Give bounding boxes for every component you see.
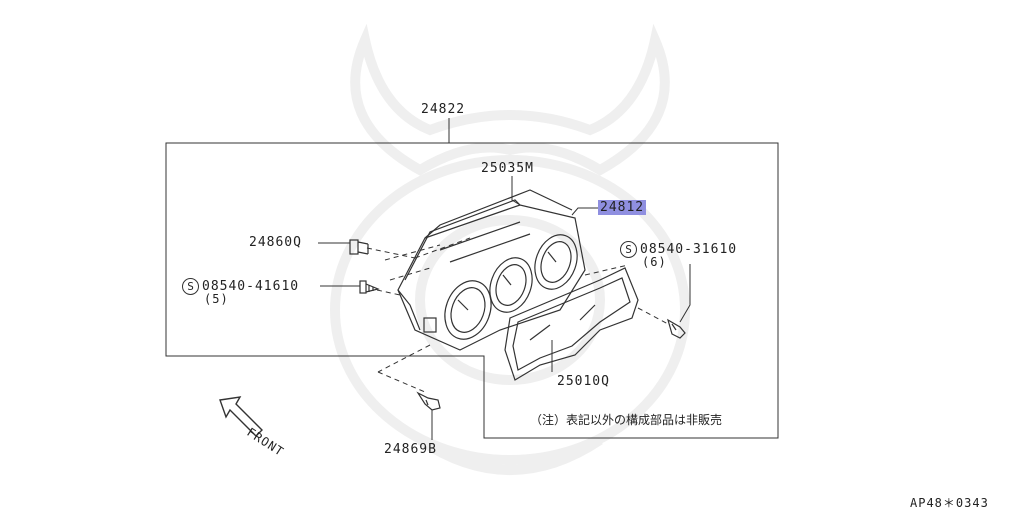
assembly-guides [366,237,671,393]
leader-housing [511,176,521,206]
front-arrow-icon [219,396,263,437]
screw-right [667,318,686,339]
diagram-code: AP48＊0343 [910,496,989,510]
label-bolt: 24869B [384,442,437,457]
label-lens: 25010Q [557,374,610,389]
bolt-part [416,391,441,411]
s-symbol-icon: S [620,241,637,258]
label-bulb: 24860Q [249,235,302,250]
cluster-housing [397,189,586,351]
assembly-boundary [165,142,779,439]
label-screw-right-code: 08540-31610 [640,242,738,257]
label-screw-left-qty: (5) [204,292,229,306]
label-screw-left-code: 08540-41610 [202,279,300,294]
label-meter[interactable]: 24812 [598,200,647,215]
label-assembly: 24822 [421,102,466,117]
note-text: （注）表記以外の構成部品は非販売 [530,413,723,427]
bulb-part [349,239,369,255]
s-symbol-icon: S [182,278,199,295]
screw-left [359,280,380,294]
leader-meter [571,207,598,216]
leader-screw-right [679,264,691,323]
lens-panel [504,267,639,381]
label-screw-right-qty: (6) [642,255,667,269]
label-housing: 25035M [481,161,534,176]
watermark-emblem [330,23,690,475]
